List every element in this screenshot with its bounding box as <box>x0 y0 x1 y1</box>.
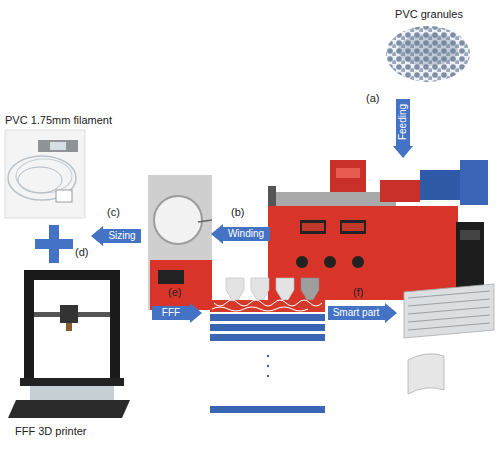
arrow-label: Feeding <box>397 104 409 140</box>
arrow-label: Smart part <box>333 307 380 319</box>
photo-panel: PVC granules <box>385 24 473 84</box>
smart-part-photo <box>404 284 494 394</box>
step-label: (b) <box>231 206 244 219</box>
step-label: (a) <box>366 92 379 105</box>
extruder-photo <box>268 160 488 300</box>
arrow-label: Winding <box>228 228 264 240</box>
photo-panel: PVC 1.75mm filament <box>5 130 85 218</box>
fff-layers <box>210 278 325 413</box>
step-label: (f) <box>353 286 363 299</box>
process-arrow: Sizing <box>91 226 141 246</box>
step-label: (e) <box>168 286 181 299</box>
winder-photo <box>148 175 212 310</box>
photo-panel: FFF 3D printer <box>15 268 127 420</box>
panel-heading: FFF 3D printer <box>15 425 87 438</box>
plus-sign <box>35 225 73 263</box>
step-label: (d) <box>75 246 88 259</box>
process-arrow: FFF <box>152 303 202 323</box>
process-arrow: Feeding <box>393 99 413 158</box>
step-label: (c) <box>107 206 120 219</box>
arrow-label: Sizing <box>108 230 135 242</box>
granules-photo <box>386 26 470 82</box>
panel-heading: PVC granules <box>395 8 463 21</box>
printer-photo <box>8 270 130 418</box>
process-arrow: Smart part <box>328 303 397 323</box>
panel-heading: PVC 1.75mm filament <box>5 114 112 127</box>
arrow-label: FFF <box>162 307 180 319</box>
filament-photo <box>5 130 85 218</box>
process-arrow: Winding <box>211 224 270 244</box>
